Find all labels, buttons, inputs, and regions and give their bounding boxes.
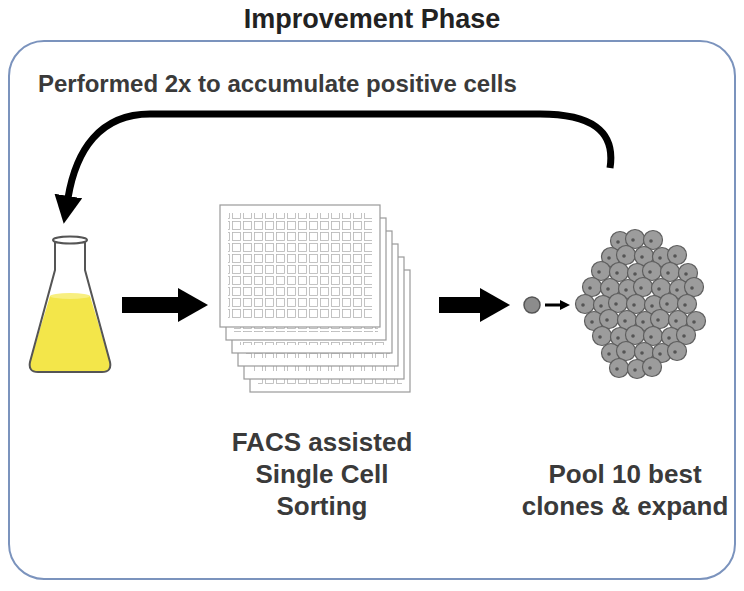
panel-title: Improvement Phase	[10, 4, 734, 35]
step-arrow	[439, 297, 480, 313]
small-arrow	[545, 304, 560, 307]
sorting-step: FACS assisted Single Cell Sorting	[205, 190, 439, 528]
flask	[30, 237, 111, 373]
return-arrow	[68, 114, 611, 198]
loop-note: Performed 2x to accumulate positive cell…	[38, 70, 517, 98]
phase-panel: Improvement PhaseFACS assisted Single Ce…	[8, 40, 736, 580]
expansion-step: Pool 10 best clones & expand	[510, 190, 740, 528]
step-label: FACS assisted Single Cell Sorting	[213, 426, 431, 522]
step-arrow	[122, 297, 178, 313]
plate-stack	[220, 205, 410, 392]
step-label: Pool 10 best clones & expand	[518, 458, 732, 522]
single-cell	[524, 297, 540, 313]
cell-cluster	[576, 230, 706, 379]
